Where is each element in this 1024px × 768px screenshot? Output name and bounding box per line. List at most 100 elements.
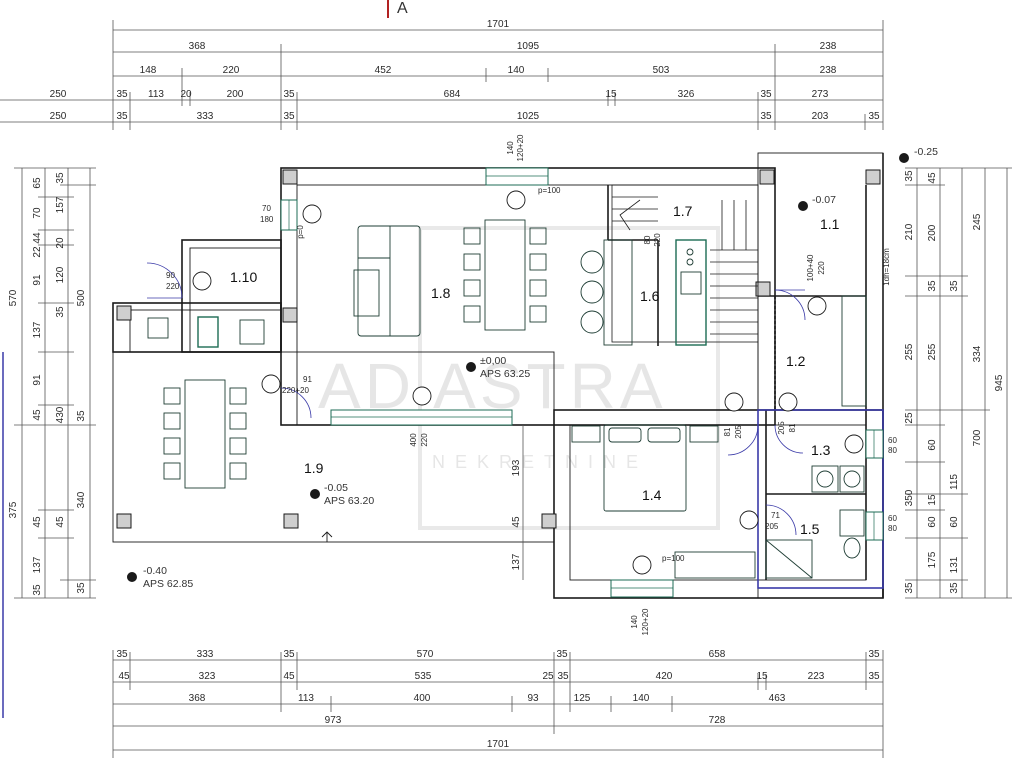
right-dim-c2-5: 60 — [949, 516, 960, 528]
level-terrace-aps: APS 63.20 — [324, 495, 374, 507]
section-label: A — [397, 0, 408, 17]
left-dim-c3-10: 45 — [55, 516, 66, 528]
top-dim-4-3: 20 — [180, 89, 192, 100]
level-marker-icons — [127, 153, 909, 582]
label-sill-bed: p=100 — [662, 554, 685, 563]
right-dim-c4-0: 945 — [994, 374, 1005, 391]
label-bed-h-45: 45 — [511, 516, 522, 528]
label-win-1-3-h: 80 — [888, 446, 897, 455]
left-dim-c3-7: 35 — [76, 410, 87, 422]
label-bath-door-h: 205 — [765, 522, 779, 531]
light-fixtures — [192, 190, 864, 575]
label-left-window-p: p=0 — [296, 225, 305, 239]
bot-dim-5-0: 1701 — [487, 739, 510, 750]
label-win-1-5-h: 80 — [888, 524, 897, 533]
bot-dim-2-1: 323 — [199, 671, 216, 682]
bot-dim-2-4: 25 — [542, 671, 554, 682]
top-dim-5-4: 1025 — [517, 111, 540, 122]
bot-dim-1-3: 570 — [417, 649, 434, 660]
bot-dim-4-1: 728 — [709, 715, 726, 726]
room-1-6: 1.6 — [640, 288, 660, 304]
bot-dim-3-2: 400 — [414, 693, 431, 704]
right-dim-c1-9: 15 — [927, 494, 938, 506]
top-dim-4-7: 15 — [605, 89, 617, 100]
label-win-1-3-w: 60 — [888, 436, 897, 445]
bot-dim-3-4: 125 — [574, 693, 591, 704]
right-dimensions — [905, 167, 1012, 599]
top-dim-5-5: 35 — [760, 111, 772, 122]
label-left-window-w: 70 — [262, 204, 271, 213]
bot-dim-2-6: 420 — [656, 671, 673, 682]
left-dim-c2-0: 65 — [32, 177, 43, 189]
right-dim-c1-10: 60 — [927, 516, 938, 528]
left-dim-c2-10: 35 — [32, 584, 43, 596]
bot-dim-2-2: 45 — [283, 671, 295, 682]
label-terrace-door-h: 220+20 — [282, 386, 309, 395]
wet-room-outline — [757, 409, 884, 589]
label-bath-door-w: 71 — [771, 511, 780, 520]
room-1-7: 1.7 — [673, 203, 693, 219]
left-dim-c2-7: 45 — [32, 409, 43, 421]
room-1-1: 1.1 — [820, 216, 840, 232]
right-dim-c3-0: 245 — [972, 213, 983, 230]
right-dim-c2-6: 131 — [949, 556, 960, 573]
label-slide-door-w: 400 — [409, 433, 418, 447]
bot-dim-2-7: 15 — [756, 671, 768, 682]
label-stair-w: 80 — [643, 235, 652, 244]
label-win-1-5-w: 60 — [888, 514, 897, 523]
label-stair-note: 1dh=18cm — [882, 248, 891, 286]
label-terrace-door-w: 91 — [303, 375, 312, 384]
door-swings — [146, 262, 806, 536]
bot-dim-1-1: 333 — [197, 649, 214, 660]
right-dim-c1-3: 35 — [927, 280, 938, 292]
sliding-door — [330, 409, 513, 426]
label-bed-h-137: 137 — [511, 553, 522, 570]
label-top-window-h: 120+20 — [516, 134, 525, 161]
bot-dim-3-6: 463 — [769, 693, 786, 704]
label-door-1-10-h: 220 — [166, 282, 180, 291]
bot-dim-1-6: 35 — [868, 649, 880, 660]
right-dim-c1-5: 25 — [904, 412, 915, 424]
bot-dim-1-5: 658 — [709, 649, 726, 660]
left-dim-c2-1: 70 — [32, 207, 43, 219]
right-dim-c2-1: 35 — [949, 280, 960, 292]
left-dim-c3-3: 120 — [55, 266, 66, 283]
top-dimensions — [0, 20, 884, 130]
bot-dim-3-1: 113 — [298, 693, 314, 704]
watermark-frame — [418, 226, 720, 530]
level-main-aps: APS 63.25 — [480, 368, 530, 380]
columns — [116, 169, 881, 529]
top-dim-3-5: 238 — [820, 65, 837, 76]
label-hall-door-w: 81 — [788, 423, 797, 432]
left-dim-c3-11: 35 — [76, 582, 87, 594]
bot-dim-1-0: 35 — [116, 649, 128, 660]
bot-dim-1-4: 35 — [556, 649, 568, 660]
label-entry-door-w: 100+40 — [806, 254, 815, 281]
top-dim-2-1: 1095 — [517, 41, 540, 52]
right-dim-c3-1: 334 — [972, 345, 983, 362]
label-bed-window-w: 140 — [630, 615, 639, 629]
top-dim-5-6: 203 — [812, 111, 829, 122]
level-outside-value: -0.40 — [143, 565, 167, 577]
label-left-window-h: 180 — [260, 215, 274, 224]
room-1-9: 1.9 — [304, 460, 324, 476]
room-1-4: 1.4 — [642, 487, 662, 503]
bot-dim-2-0: 45 — [118, 671, 130, 682]
right-dim-c1-2: 200 — [927, 224, 938, 241]
top-dim-4-1: 35 — [116, 89, 128, 100]
right-dim-c1-12: 175 — [927, 551, 938, 568]
top-dim-4-4: 200 — [227, 89, 244, 100]
window-panes — [288, 175, 875, 589]
left-dim-c3-9: 340 — [76, 491, 87, 508]
level-corner-value: -0.25 — [914, 146, 938, 158]
top-dim-4-5: 35 — [283, 89, 295, 100]
left-dim-outer-0: 570 — [8, 289, 19, 306]
bot-dim-3-0: 368 — [189, 693, 206, 704]
right-dim-c2-3: 350 — [904, 489, 915, 506]
label-hall-door-h: 205 — [777, 421, 786, 435]
right-dim-c2-2: 255 — [904, 343, 915, 360]
top-dim-5-2: 333 — [197, 111, 214, 122]
top-dim-3-1: 220 — [223, 65, 240, 76]
windows — [280, 167, 884, 598]
